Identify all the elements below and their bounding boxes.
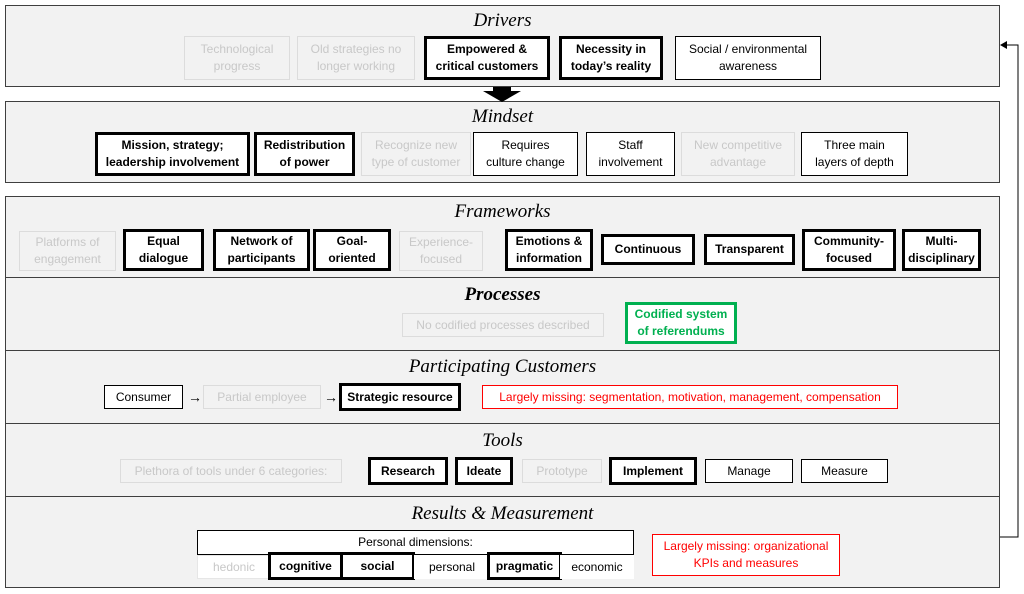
- dimension-cognitive: cognitive: [268, 552, 343, 580]
- tool-research: Research: [368, 457, 448, 485]
- results-title: Results & Measurement: [411, 503, 594, 524]
- dimension-social: social: [340, 552, 415, 580]
- framework-experience: Experience- focused: [399, 231, 483, 271]
- results-dimensions-label: Personal dimensions:: [197, 530, 634, 555]
- framework-continuous: Continuous: [601, 234, 695, 265]
- processes-title: Processes: [464, 284, 541, 305]
- tool-manage: Manage: [705, 459, 793, 483]
- tools-section: Tools Plethora of tools under 6 categori…: [5, 423, 1000, 497]
- framework-transparent: Transparent: [704, 234, 795, 265]
- driver-empowered-customers: Empowered & critical customers: [424, 36, 550, 80]
- mindset-staff-involvement: Staff involvement: [586, 132, 675, 176]
- process-codified-referendums: Codified system of referendums: [625, 302, 737, 344]
- driver-technological-progress: Technological progress: [184, 36, 290, 80]
- mindset-section: Mindset Mission, strategy; leadership in…: [5, 101, 1000, 183]
- participating-customers-section: Participating Customers Consumer → Parti…: [5, 350, 1000, 424]
- driver-social-awareness: Social / environmental awareness: [675, 36, 821, 80]
- process-no-codified: No codified processes described: [402, 313, 604, 337]
- customer-strategic-resource: Strategic resource: [339, 383, 461, 411]
- down-arrow-icon: [483, 87, 521, 102]
- mindset-mission-strategy: Mission, strategy; leadership involvemen…: [95, 132, 250, 176]
- mindset-redistribution-of-power: Redistribution of power: [254, 132, 355, 176]
- customer-missing-note: Largely missing: segmentation, motivatio…: [482, 385, 898, 409]
- results-missing-note: Largely missing: organizational KPIs and…: [652, 534, 840, 576]
- framework-platforms: Platforms of engagement: [19, 231, 116, 271]
- drivers-title: Drivers: [473, 10, 532, 31]
- framework-multidisciplinary: Multi- disciplinary: [902, 229, 981, 271]
- tools-plethora: Plethora of tools under 6 categories:: [120, 459, 342, 483]
- mindset-title: Mindset: [471, 106, 534, 127]
- framework-emotions: Emotions & information: [505, 229, 593, 271]
- customer-consumer: Consumer: [104, 385, 183, 409]
- tools-title: Tools: [482, 430, 523, 451]
- framework-network: Network of participants: [213, 229, 310, 271]
- tool-measure: Measure: [801, 459, 888, 483]
- frameworks-title: Frameworks: [454, 201, 551, 222]
- drivers-section: Drivers Technological progress Old strat…: [5, 5, 1000, 87]
- driver-old-strategies: Old strategies no longer working: [297, 36, 415, 80]
- results-section: Results & Measurement Personal dimension…: [5, 496, 1000, 588]
- mindset-competitive-advantage: New competitive advantage: [681, 132, 795, 176]
- participating-customers-title: Participating Customers: [408, 356, 597, 377]
- frameworks-section: Frameworks Platforms of engagement Equal…: [5, 196, 1000, 278]
- tool-ideate: Ideate: [455, 457, 513, 485]
- dimension-pragmatic: pragmatic: [487, 552, 562, 580]
- feedback-arrowhead-icon: [1000, 41, 1007, 49]
- tool-implement: Implement: [609, 457, 697, 485]
- customer-partial-employee: Partial employee: [203, 385, 321, 409]
- tool-prototype: Prototype: [522, 459, 602, 483]
- driver-necessity: Necessity in today’s reality: [559, 36, 663, 80]
- framework-equal-dialogue: Equal dialogue: [123, 229, 204, 271]
- dimension-hedonic: hedonic: [197, 555, 271, 579]
- framework-goal-oriented: Goal- oriented: [313, 229, 391, 271]
- arrow-right-icon: →: [324, 389, 338, 405]
- mindset-recognize-new-customer: Recognize new type of customer: [361, 132, 471, 176]
- arrow-right-icon: →: [188, 389, 202, 405]
- dimension-economic: economic: [560, 555, 634, 579]
- dimension-personal: personal: [414, 555, 490, 579]
- feedback-loop-line: [1000, 44, 1019, 538]
- framework-community: Community- focused: [802, 229, 896, 271]
- mindset-culture-change: Requires culture change: [473, 132, 578, 176]
- mindset-three-layers: Three main layers of depth: [801, 132, 908, 176]
